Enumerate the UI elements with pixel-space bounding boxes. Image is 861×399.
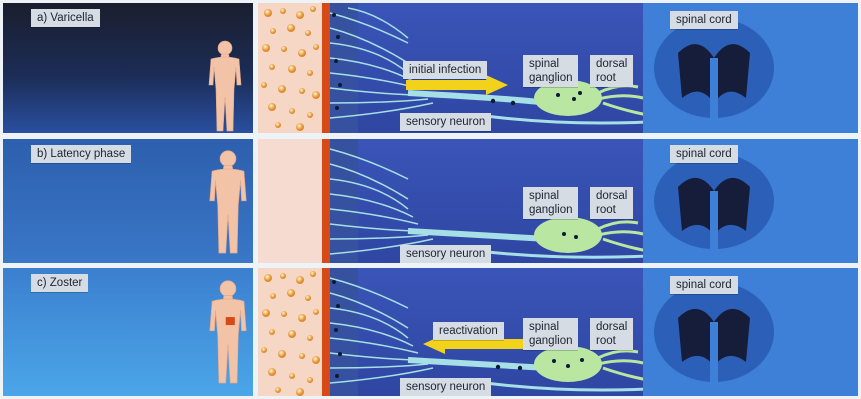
ganglion-label: spinal ganglion <box>523 55 578 87</box>
skin-border <box>322 139 330 263</box>
sensory-neuron-label: sensory neuron <box>400 378 491 396</box>
panel-b-left: b) Latency phase <box>3 139 253 263</box>
spinal-ganglion <box>534 217 602 253</box>
panel-varicella: a) Varicella <box>3 3 858 133</box>
dorsal-root-label: dorsal root <box>590 318 633 350</box>
sensory-neuron-label: sensory neuron <box>400 245 491 263</box>
root-label-line1: dorsal <box>596 189 627 203</box>
panel-a-left: a) Varicella <box>3 3 253 133</box>
dorsal-root <box>598 351 648 380</box>
ganglion-label-line2: ganglion <box>529 71 572 85</box>
ganglion-label-line2: ganglion <box>529 203 572 217</box>
panel-c-left: c) Zoster <box>3 268 253 396</box>
arrow-label: reactivation <box>433 322 504 340</box>
root-label-line1: dorsal <box>596 320 627 334</box>
ganglion-label: spinal ganglion <box>523 318 578 350</box>
panel-title: b) Latency phase <box>31 145 131 163</box>
root-label-line2: root <box>596 203 627 217</box>
spinal-cord-label: spinal cord <box>670 145 738 163</box>
panel-b-right: spinal ganglion dorsal root spinal cord … <box>258 139 858 263</box>
panel-latency: b) Latency phase <box>3 139 858 263</box>
ganglion-label-line1: spinal <box>529 57 572 71</box>
ganglion-label-line2: ganglion <box>529 334 572 348</box>
root-label-line1: dorsal <box>596 57 627 71</box>
arrow-label: initial infection <box>403 61 487 79</box>
human-figure-icon <box>203 145 253 261</box>
ganglion-label-line1: spinal <box>529 320 572 334</box>
panel-title-text: c) Zoster <box>37 277 82 289</box>
skin-border <box>322 268 330 396</box>
skin-border <box>322 3 330 133</box>
ganglion-label: spinal ganglion <box>523 187 578 219</box>
ganglion-label-line1: spinal <box>529 189 572 203</box>
dermatome-rash <box>226 317 235 325</box>
human-figure-icon <box>203 39 247 133</box>
panel-title-text: b) Latency phase <box>37 148 125 160</box>
panel-title: a) Varicella <box>31 9 100 27</box>
dorsal-root <box>598 222 648 251</box>
dorsal-root-label: dorsal root <box>590 187 633 219</box>
spinal-cord-label: spinal cord <box>670 276 738 294</box>
dorsal-root <box>598 86 648 115</box>
panel-a-right: initial infection spinal ganglion dorsal… <box>258 3 858 133</box>
panel-c-right: reactivation spinal ganglion dorsal root… <box>258 268 858 396</box>
spinal-cord-label: spinal cord <box>670 11 738 29</box>
panel-title: c) Zoster <box>31 274 88 292</box>
root-label-line2: root <box>596 71 627 85</box>
root-label-line2: root <box>596 334 627 348</box>
human-figure-icon <box>203 275 253 391</box>
sensory-neuron-label: sensory neuron <box>400 113 491 131</box>
panel-zoster: c) Zoster <box>3 268 858 396</box>
skin-layer <box>258 139 322 263</box>
panel-title-text: a) Varicella <box>37 12 94 24</box>
dorsal-root-label: dorsal root <box>590 55 633 87</box>
